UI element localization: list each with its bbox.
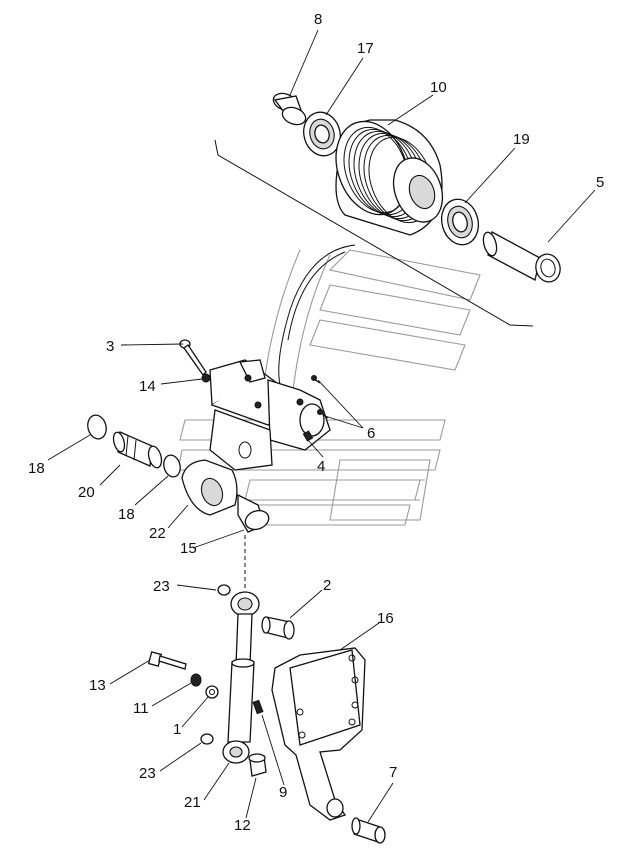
callout-18-right: 18 <box>118 506 135 523</box>
callout-10: 10 <box>430 79 447 96</box>
callout-17: 17 <box>357 40 374 57</box>
part-15-tube <box>237 493 270 533</box>
callout-6: 6 <box>367 425 375 442</box>
part-5-shaft <box>482 230 561 283</box>
callout-4: 4 <box>317 458 325 475</box>
part-7-pin <box>351 817 386 844</box>
leader-lines <box>47 29 596 823</box>
strut <box>222 591 260 764</box>
callout-labels: 8 17 10 19 5 3 14 6 4 18 20 18 22 15 23 … <box>28 11 604 834</box>
callout-2: 2 <box>323 577 331 594</box>
part-16-plate-arm <box>271 647 366 821</box>
callout-13: 13 <box>89 677 106 694</box>
watermark-logo <box>177 249 481 526</box>
callout-11: 11 <box>133 700 149 717</box>
part-18-ring-left <box>87 414 107 440</box>
callout-20: 20 <box>78 484 95 501</box>
callout-16: 16 <box>377 610 394 627</box>
part-9-stud <box>252 699 264 715</box>
callout-12: 12 <box>234 817 251 834</box>
part-23-circlip-upper <box>217 584 231 596</box>
part-8-bushing <box>272 92 307 126</box>
callout-18-left: 18 <box>28 460 45 477</box>
part-22-boss <box>181 459 238 516</box>
part-2-pin <box>261 616 295 640</box>
part-6-screws <box>311 375 329 419</box>
part-12-bushing <box>248 753 267 777</box>
part-11-nut <box>190 673 202 687</box>
part-13-bolt <box>147 651 187 670</box>
part-17-bearing <box>303 111 341 157</box>
part-14-nut <box>201 373 211 383</box>
callout-15: 15 <box>180 540 197 557</box>
part-10-pulley <box>335 119 444 236</box>
callout-22: 22 <box>149 525 166 542</box>
part-23-circlip-lower <box>200 733 214 745</box>
part-20-sleeve <box>112 431 163 469</box>
callout-19: 19 <box>513 131 530 148</box>
part-1-washer <box>205 685 219 699</box>
callout-14: 14 <box>139 378 156 395</box>
part-19-bearing <box>440 198 480 246</box>
callout-23-upper: 23 <box>153 578 170 595</box>
part-3-bolt <box>179 339 207 377</box>
part-4-screw <box>302 430 314 442</box>
callout-23-lower: 23 <box>139 765 156 782</box>
callout-9: 9 <box>279 784 287 801</box>
callout-7: 7 <box>389 764 397 781</box>
callout-8: 8 <box>314 11 322 28</box>
callout-1: 1 <box>173 721 181 738</box>
bracket-assembly <box>209 359 331 471</box>
callout-3: 3 <box>106 338 114 355</box>
reference-line <box>214 139 534 386</box>
callout-21: 21 <box>184 794 201 811</box>
part-18-ring-right <box>163 454 181 478</box>
callout-5: 5 <box>596 174 604 191</box>
